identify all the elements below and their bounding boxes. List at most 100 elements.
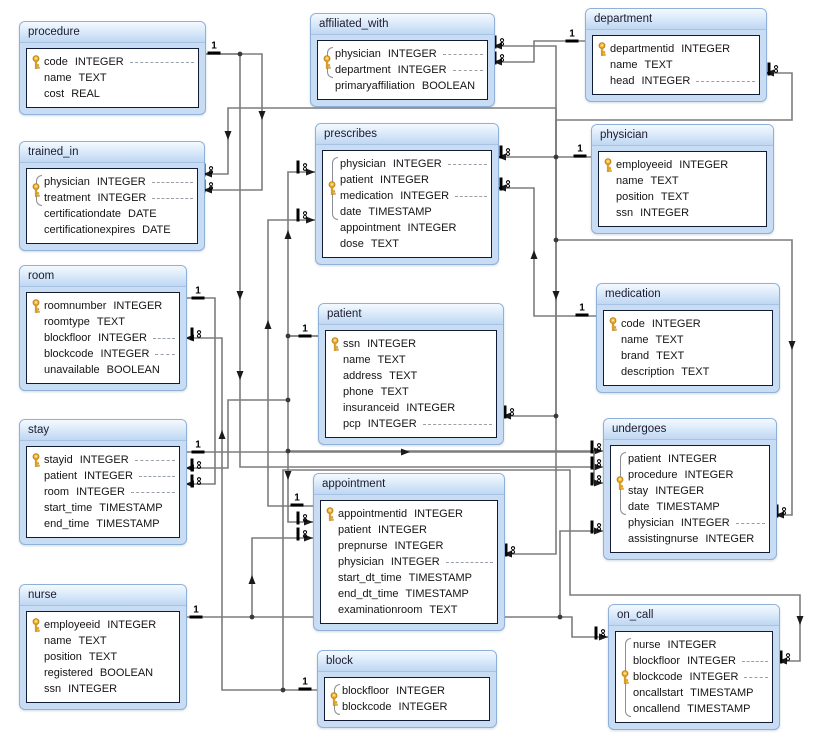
field-name: pcp [343,418,361,430]
field-name: ssn [44,683,62,695]
relationship-line-department.departmentid->affiliated_with.department [493,40,585,63]
fk-dash-stub [155,353,175,355]
field-name: address [343,370,383,382]
field-name: room [44,486,70,498]
field-name: patient [628,453,662,465]
primary-key-icon [331,336,339,351]
field-type: INTEGER [392,158,442,170]
field-name: physician [338,556,384,568]
cardinality-label-many: ∞ [590,520,607,534]
field-type: INTEGER [680,517,730,529]
field-name: departmentid [610,43,675,55]
field-name: ssn [343,338,361,350]
field-type: TIMESTAMP [656,501,720,513]
field-type: INTEGER [107,619,157,631]
field-type: INTEGER [705,533,755,545]
fk-dash-stub [151,181,193,183]
fk-dash-stub [696,80,755,82]
primary-key-icon [609,316,617,331]
field-name: name [621,334,649,346]
field-type: INTEGER [651,318,701,330]
field-name: certificationexpires [44,224,136,236]
field-type: INTEGER [681,43,731,55]
field-name: registered [44,667,93,679]
field-name: treatment [44,192,91,204]
field-name: blockcode [342,701,392,713]
cardinality-label-many: ∞ [493,51,510,65]
field-name: patient [338,524,372,536]
field-type: TEXT [650,175,679,187]
relationship-line-patient.ssn->stay.patient [185,399,288,469]
field-type: BOOLEAN [106,364,160,376]
cardinality-label-many: ∞ [503,405,520,419]
table-name: prescribes [316,124,498,145]
relationship-line-nurse.employeeid->appointment.prepnurse [185,537,313,618]
cardinality-label-many: ∞ [296,208,313,222]
field-name: name [44,635,72,647]
field-type: INTEGER [407,222,457,234]
field-name: description [621,366,675,378]
relationship-line-block->room.blockfloor_blockcode [185,337,317,691]
primary-key-icon [32,182,40,197]
field-name: blockcode [633,671,683,683]
field-name: oncallend [633,703,681,715]
table-name: nurse [20,585,186,606]
field-type: INTEGER [689,671,739,683]
fk-dash-stub [134,459,175,461]
field-name: stay [628,485,649,497]
field-type: INTEGER [687,655,736,667]
field-name: date [628,501,650,513]
cardinality-label-many: ∞ [590,472,607,486]
cardinality-label-many: ∞ [493,35,510,49]
field-on_call.blockcode: blockcode INTEGER [616,669,768,685]
field-name: end_time [44,518,90,530]
field-type: INTEGER [79,454,129,466]
field-name: cost [44,88,65,100]
table-name: undergoes [604,419,776,440]
field-name: roomnumber [44,300,107,312]
cardinality-label-one: 1 [189,605,203,619]
field-name: phone [343,386,374,398]
field-type: TEXT [660,191,690,203]
